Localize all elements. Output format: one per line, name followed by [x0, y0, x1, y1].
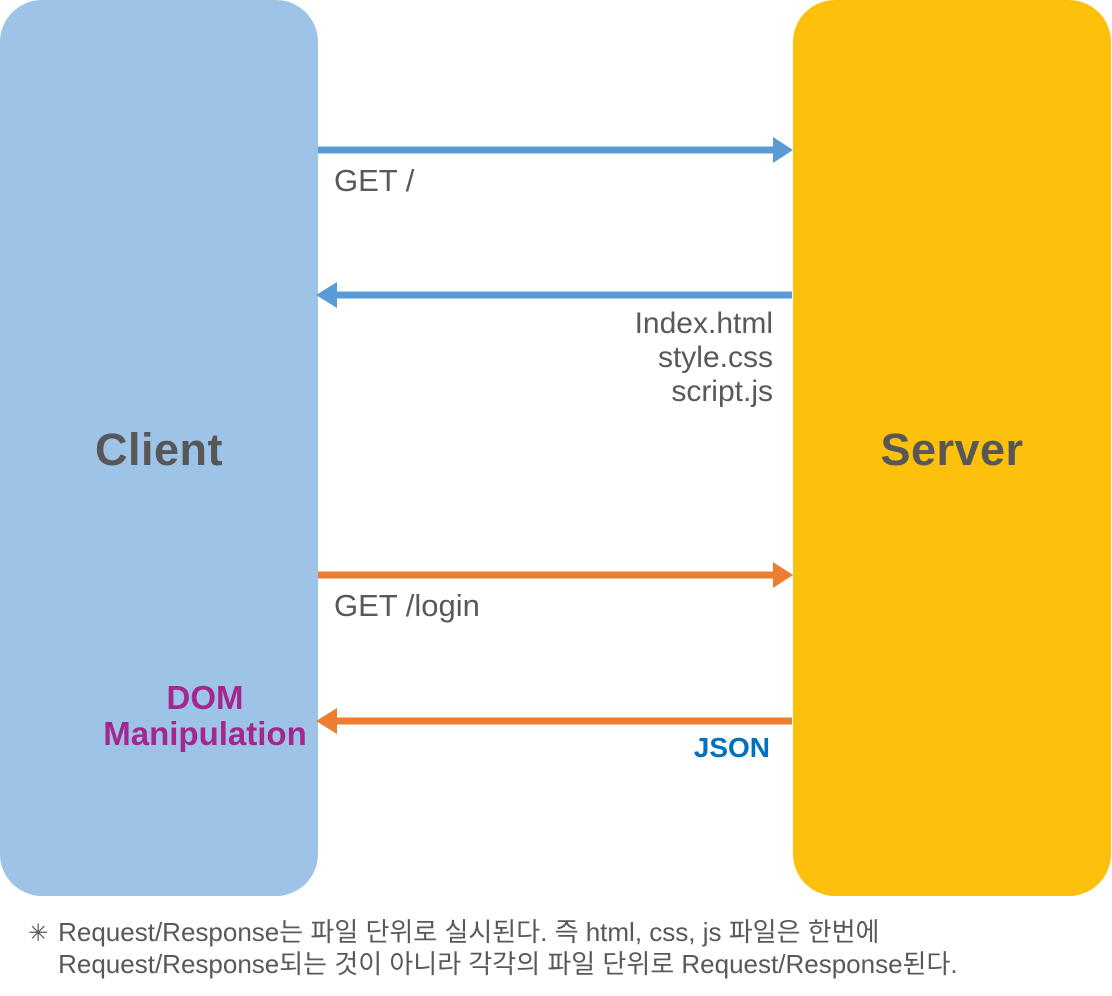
response-files-label: Index.html style.css script.js	[635, 307, 773, 409]
footnote-line2: Request/Response되는 것이 아니라 각각의 파일 단위로 Req…	[58, 949, 958, 979]
dom-manipulation-line1: DOM	[166, 679, 244, 716]
client-box: Client DOM Manipulation	[0, 0, 318, 896]
response-file-style-css: style.css	[657, 341, 773, 374]
get-root-label: GET /	[334, 163, 415, 198]
client-title: Client	[94, 424, 223, 475]
json-label: JSON	[693, 732, 770, 763]
get-root-arrow	[318, 137, 793, 163]
server-title: Server	[880, 424, 1024, 475]
footnote-text: Request/Response는 파일 단위로 실시된다. 즉 html, c…	[58, 916, 958, 980]
get-login-label: GET /login	[334, 588, 480, 623]
server-box: Server	[793, 0, 1111, 896]
footnote: ✳ Request/Response는 파일 단위로 실시된다. 즉 html,…	[28, 916, 1098, 980]
response-files-arrow	[316, 282, 792, 308]
response-json-arrow	[316, 708, 792, 734]
response-file-index-html: Index.html	[634, 307, 773, 340]
asterisk-icon: ✳	[28, 920, 49, 947]
dom-manipulation-line2: Manipulation	[103, 715, 307, 752]
response-file-script-js: script.js	[671, 375, 773, 408]
get-login-arrow	[318, 562, 793, 588]
footnote-line1: Request/Response는 파일 단위로 실시된다. 즉 html, c…	[58, 917, 880, 947]
dom-manipulation-label: DOM Manipulation	[95, 680, 315, 752]
